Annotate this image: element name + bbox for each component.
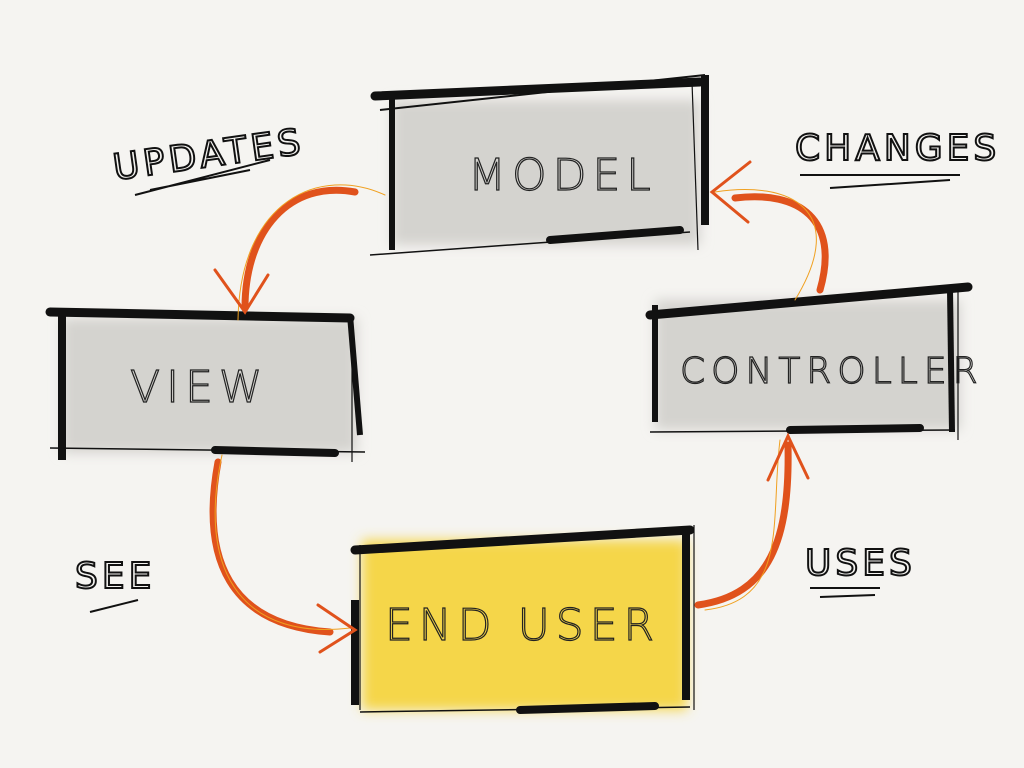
- see-label: SEE: [75, 556, 155, 597]
- arrow-controller-to-model: [709, 160, 829, 301]
- model-box: MODEL: [369, 74, 709, 256]
- view-box: VIEW: [45, 307, 366, 462]
- controller-box: CONTROLLER: [645, 282, 984, 440]
- changes-label: CHANGES: [795, 128, 1000, 169]
- note-updates: UPDATES: [110, 121, 308, 196]
- arrow-view-to-enduser: [209, 454, 358, 654]
- uses-label: USES: [805, 543, 916, 584]
- end-user-label: END USER: [385, 600, 660, 651]
- view-label: VIEW: [130, 362, 268, 413]
- controller-label: CONTROLLER: [680, 351, 984, 392]
- arrow-enduser-to-controller: [694, 432, 810, 611]
- arrow-model-to-view: [213, 184, 386, 321]
- note-uses: USES: [804, 542, 916, 598]
- note-see: SEE: [74, 555, 155, 613]
- model-label: MODEL: [468, 150, 657, 201]
- note-changes: CHANGES: [794, 127, 1000, 189]
- end-user-box: END USER: [350, 525, 695, 714]
